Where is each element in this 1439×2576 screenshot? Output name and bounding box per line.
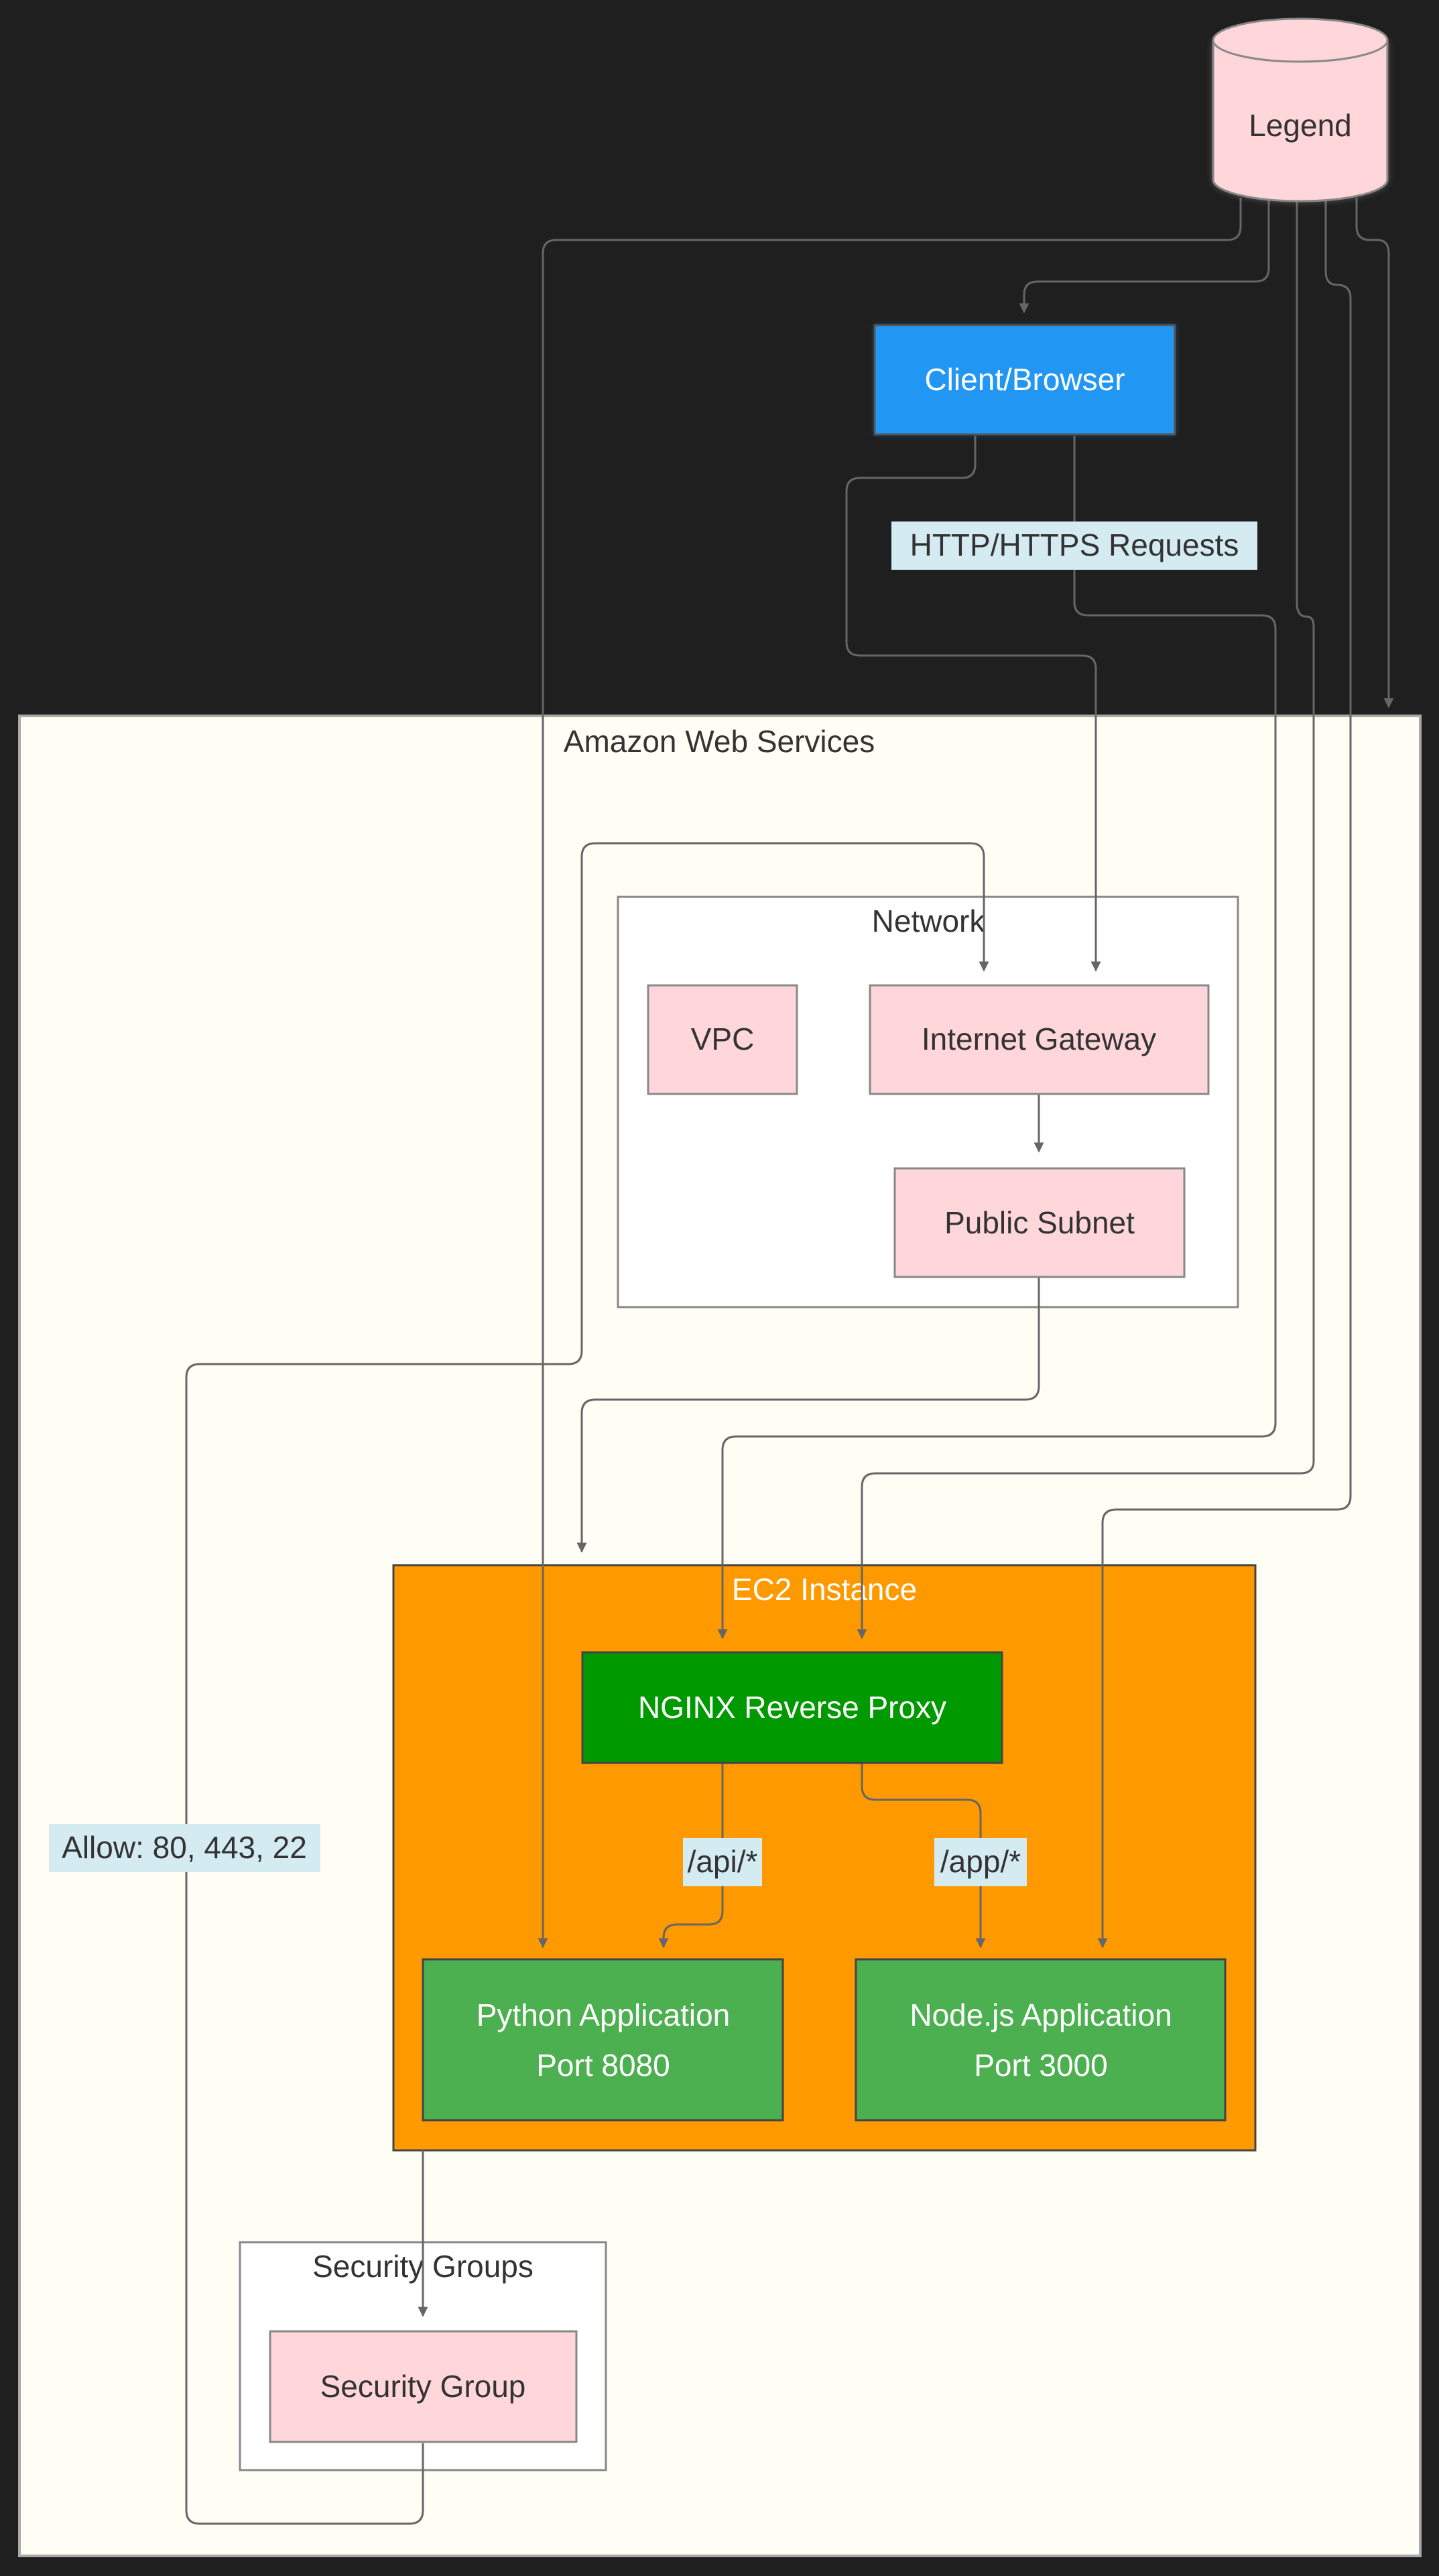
internet-gateway-node[interactable]: Internet Gateway [869,984,1210,1095]
legend-node-label: Legend [1249,108,1352,143]
edge-nginx-python [658,1763,724,1949]
internet-gateway-label: Internet Gateway [922,1022,1156,1056]
edge-legend-python [538,198,1242,1949]
client-browser-node[interactable]: Client/Browser [873,324,1176,436]
nodejs-app-node[interactable]: Node.js Application Port 3000 [855,1958,1227,2122]
edge-label-api: /api/* [683,1838,762,1886]
edge-legend-client [1019,198,1270,314]
nodejs-app-port: Port 3000 [974,2048,1107,2083]
public-subnet-label: Public Subnet [944,1205,1135,1240]
edge-label-app-text: /app/* [940,1844,1021,1879]
edge-label-allow-text: Allow: 80, 443, 22 [62,1830,307,1865]
security-group-node[interactable]: Security Group [269,2330,578,2443]
edge-legend-nginx [857,198,1315,1640]
legend-node[interactable]: Legend [1212,17,1389,202]
edge-label-allow: Allow: 80, 443, 22 [49,1824,320,1872]
nodejs-app-label: Node.js Application [910,1998,1172,2032]
python-app-label: Python Application [477,1998,731,2032]
edge-label-api-text: /api/* [688,1844,758,1879]
client-browser-label: Client/Browser [924,362,1125,397]
edge-legend-nodejs [1097,198,1352,1949]
edge-client-nginx [717,436,1277,1640]
edge-label-http: HTTP/HTTPS Requests [891,522,1257,570]
python-app-port: Port 8080 [536,2048,670,2083]
vpc-label: VPC [691,1022,755,1056]
python-app-node[interactable]: Python Application Port 8080 [422,1958,784,2122]
edge-subnet-ec2 [576,1278,1040,1553]
edge-client-igw [845,436,1101,972]
edge-legend-aws [1355,198,1394,709]
network-group-title: Network [872,904,986,938]
vpc-node[interactable]: VPC [647,984,798,1095]
nginx-label: NGINX Reverse Proxy [638,1690,946,1725]
edges [185,198,1394,2525]
nginx-node[interactable]: NGINX Reverse Proxy [581,1651,1003,1764]
ec2-group-title: EC2 Instance [732,1572,917,1607]
edge-nginx-nodejs [861,1763,986,1949]
edge-secgroup-igw [185,842,989,2525]
edge-label-app: /app/* [934,1838,1027,1886]
edge-label-http-text: HTTP/HTTPS Requests [910,528,1239,562]
security-group-label: Security Group [320,2369,526,2404]
public-subnet-node[interactable]: Public Subnet [893,1167,1186,1278]
aws-group-title: Amazon Web Services [564,724,875,759]
